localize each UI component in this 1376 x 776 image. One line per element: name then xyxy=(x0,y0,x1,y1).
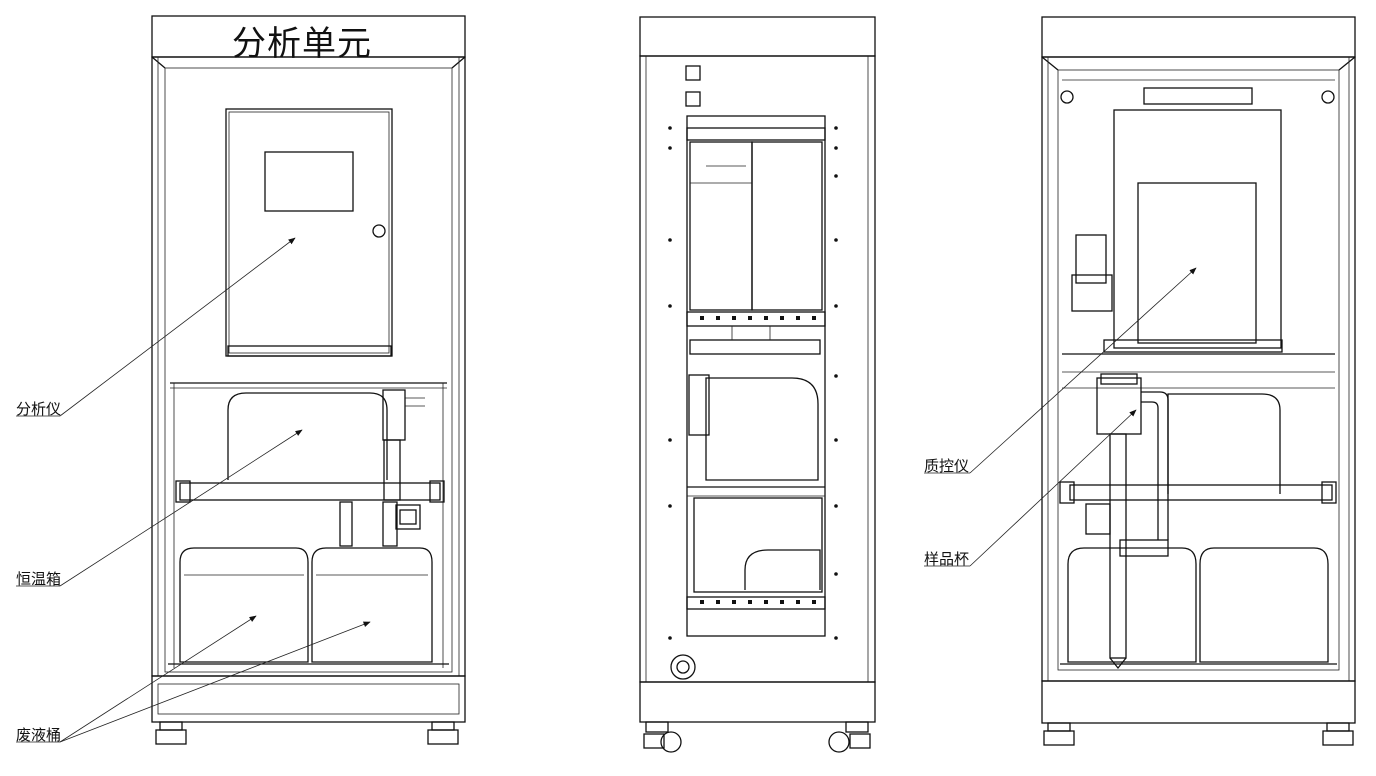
label-thermostat-box: 恒温箱 xyxy=(16,570,62,588)
analyzer-box xyxy=(225,108,393,357)
open-view-cabinet xyxy=(1041,16,1356,746)
label-analyzer: 分析仪 xyxy=(16,400,62,418)
sample-cup xyxy=(1085,433,1169,670)
label-sample-cup: 样品杯 xyxy=(924,550,970,568)
label-qc-instrument: 质控仪 xyxy=(924,457,970,475)
rear-analyzer-box xyxy=(1071,109,1283,353)
waste-buckets xyxy=(168,547,449,665)
side-view-cabinet xyxy=(639,16,876,753)
thermostat-box xyxy=(170,382,447,668)
leader-lines xyxy=(16,237,1197,743)
label-waste-bucket: 废液桶 xyxy=(16,726,62,744)
qc-instrument xyxy=(1096,373,1169,540)
front-view-cabinet xyxy=(151,15,466,745)
